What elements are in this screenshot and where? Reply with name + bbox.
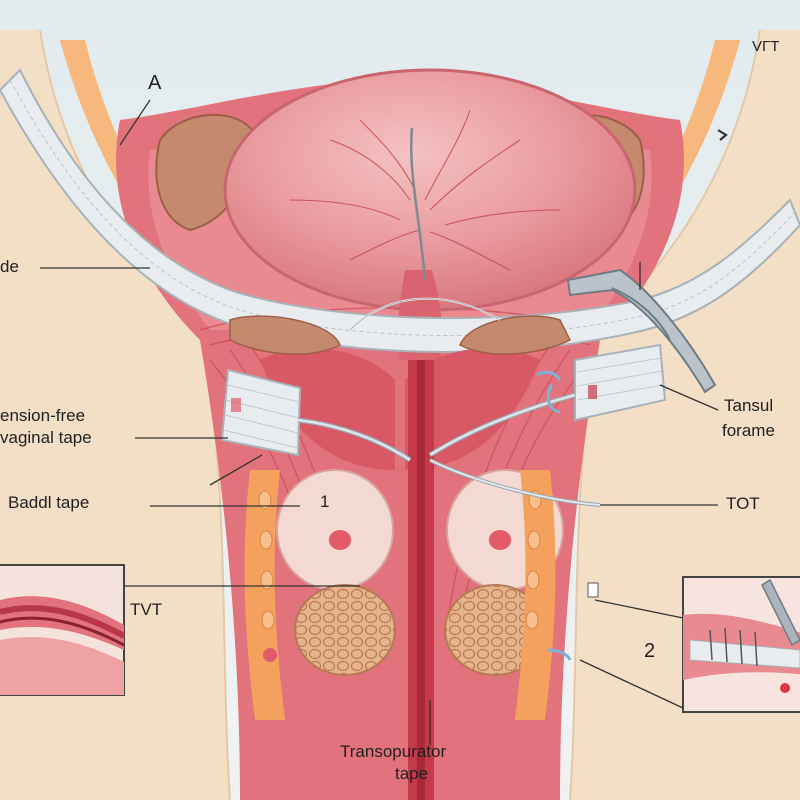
label-transobturator-line2: tape: [395, 764, 429, 783]
label-baddl-tape: Baddl tape: [8, 493, 90, 512]
left-vaginal-wall: [260, 348, 395, 470]
trocar-handle: [566, 268, 717, 394]
label-tansu-line1: Tansul: [724, 396, 774, 415]
right-inset: [682, 576, 800, 713]
label-number-2: 2: [644, 640, 656, 662]
left-lower-bulb: [276, 469, 394, 591]
label-transobturator-line1: Transopurator: [340, 742, 447, 761]
left-inset: [0, 564, 126, 696]
right-vaginal-wall: [405, 348, 540, 470]
label-tansu-line2: forame: [722, 421, 775, 440]
label-tension-free-line2: vaginal tape: [0, 428, 92, 447]
label-vtt: VΓT: [752, 38, 780, 55]
label-de: de: [0, 257, 19, 276]
label-tension-free-line1: ension-free: [0, 406, 86, 425]
right-transobturator-tape: [574, 343, 667, 422]
label-tvt: TVT: [130, 600, 163, 619]
left-tension-free-tape: [220, 368, 302, 457]
label-number-1: 1: [320, 492, 330, 511]
label-tot: TOT: [726, 494, 760, 513]
bladder-vessels: [289, 109, 561, 271]
label-a: A: [148, 72, 162, 94]
needle: [409, 127, 427, 281]
left-fat-pad: [294, 584, 396, 676]
leader-lines: [40, 99, 719, 745]
pelvic-bone: [0, 30, 800, 800]
